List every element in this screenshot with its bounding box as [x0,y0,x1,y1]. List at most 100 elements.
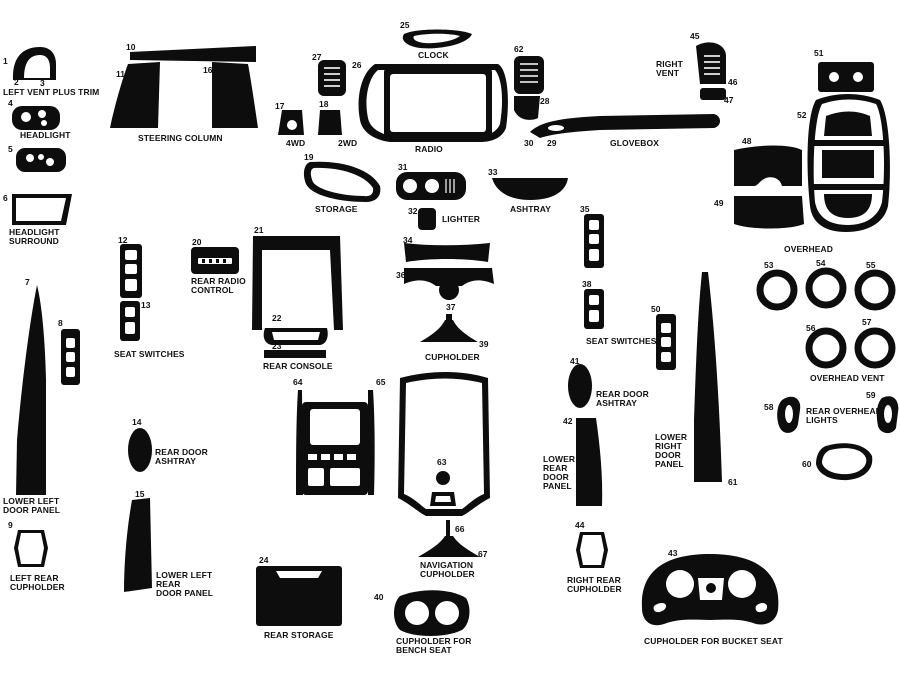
part-number-10: 10 [126,42,136,52]
label-rear-console: REAR CONSOLE [263,361,333,371]
part-left-vent [12,47,56,80]
part-number-17: 17 [275,101,285,111]
label-rear-door-ashtray-r1: REAR DOOR [596,389,649,399]
part-number-57: 57 [862,317,872,327]
part-number-45: 45 [690,31,700,41]
part-number-41: 41 [570,356,580,366]
label-lower-rear-door-2: REAR [543,463,568,473]
part-number-14: 14 [132,417,142,427]
part-bench-seat-cupholder [394,590,470,636]
label-ashtray: ASHTRAY [510,204,551,214]
part-left-rear-cupholder [14,530,48,567]
part-number-38: 38 [582,279,592,289]
part-lighter [418,208,436,230]
part-number-2: 2 [14,77,19,87]
label-lighter: LIGHTER [442,214,480,224]
label-radio: RADIO [415,144,443,154]
part-number-39: 39 [479,339,489,349]
part-number-18: 18 [319,99,329,109]
part-door-switch-left [61,329,80,385]
part-number-53: 53 [764,260,774,270]
label-seat-switches-left: SEAT SWITCHES [114,349,185,359]
part-clock [402,29,472,49]
part-number-12: 12 [118,235,128,245]
label-overhead: OVERHEAD [784,244,833,254]
part-number-1: 1 [3,56,8,66]
label-rear-storage: REAR STORAGE [264,630,334,640]
label-cupholder: CUPHOLDER [425,352,480,362]
label-4wd: 4WD [286,138,305,148]
part-overhead-49 [734,196,804,229]
part-number-44: 44 [575,520,585,530]
part-number-27: 27 [312,52,322,62]
label-steering-column: STEERING COLUMN [138,133,223,143]
part-overhead-vent-rings [756,267,896,369]
part-number-50: 50 [651,304,661,314]
part-number-64: 64 [293,377,303,387]
part-number-62: 62 [514,44,524,54]
part-seat-switch-38 [584,289,604,329]
label-right-vent-1: RIGHT [656,59,684,69]
part-number-20: 20 [192,237,202,247]
part-door-switch-right [656,314,676,370]
part-seat-switch-35 [584,214,604,268]
label-lower-left-rear-3: DOOR PANEL [156,588,213,598]
part-number-65: 65 [376,377,386,387]
label-nav-cup-1: NAVIGATION [420,560,473,570]
part-number-7: 7 [25,277,30,287]
label-left-vent: LEFT VENT PLUS TRIM [3,87,99,97]
part-navigation-console [398,372,490,516]
part-number-36: 36 [396,270,406,280]
part-number-28: 28 [540,96,550,106]
part-number-9: 9 [8,520,13,530]
part-lower-left-rear-door-panel [124,498,152,592]
part-number-42: 42 [563,416,573,426]
label-bench-cup-1: CUPHOLDER FOR [396,636,471,646]
part-number-24: 24 [259,555,269,565]
label-right-rear-cup-1: RIGHT REAR [567,575,621,585]
label-rear-door-ashtray-l1: REAR DOOR [155,447,208,457]
label-lower-rear-door-1: LOWER [543,454,575,464]
part-headlight [12,106,60,130]
part-number-37: 37 [446,302,456,312]
part-ashtray [492,178,568,200]
part-number-8: 8 [58,318,63,328]
part-number-15: 15 [135,489,145,499]
part-number-59: 59 [866,390,876,400]
label-lower-right-door-3: DOOR [655,450,681,460]
label-headlight-surround-1: HEADLIGHT [9,227,60,237]
part-seat-switch-13 [120,301,140,341]
label-lower-rear-door-3: DOOR [543,472,569,482]
label-lower-left-rear-2: REAR [156,579,181,589]
part-number-11: 11 [116,69,125,79]
part-rear-storage [256,566,342,626]
part-number-21: 21 [254,225,264,235]
part-number-25: 25 [400,20,410,30]
part-number-35: 35 [580,204,590,214]
part-radio-vent-left [318,60,346,96]
label-right-vent-2: VENT [656,68,680,78]
part-lower-left-door-panel [16,285,46,495]
part-number-49: 49 [714,198,724,208]
part-rear-door-ashtray-left [128,428,152,472]
part-rear-overhead-lights [777,396,899,434]
part-number-30: 30 [524,138,534,148]
label-rear-overhead-2: LIGHTS [806,415,838,425]
part-number-54: 54 [816,258,826,268]
part-number-66: 66 [455,524,465,534]
label-lower-right-door-1: LOWER [655,432,687,442]
label-seat-switches-right: SEAT SWITCHES [586,336,657,346]
part-number-40: 40 [374,592,384,602]
part-number-56: 56 [806,323,816,333]
part-number-6: 6 [3,193,8,203]
part-headlight-lower [16,148,66,172]
part-number-34: 34 [403,235,413,245]
label-right-rear-cup-2: CUPHOLDER [567,584,622,594]
part-glovebox [530,114,720,138]
part-overhead-60 [816,443,873,481]
label-headlight-surround-2: SURROUND [9,236,59,246]
label-overhead-vent: OVERHEAD VENT [810,373,885,383]
part-number-63: 63 [437,457,447,467]
part-overhead-48 [734,145,802,186]
